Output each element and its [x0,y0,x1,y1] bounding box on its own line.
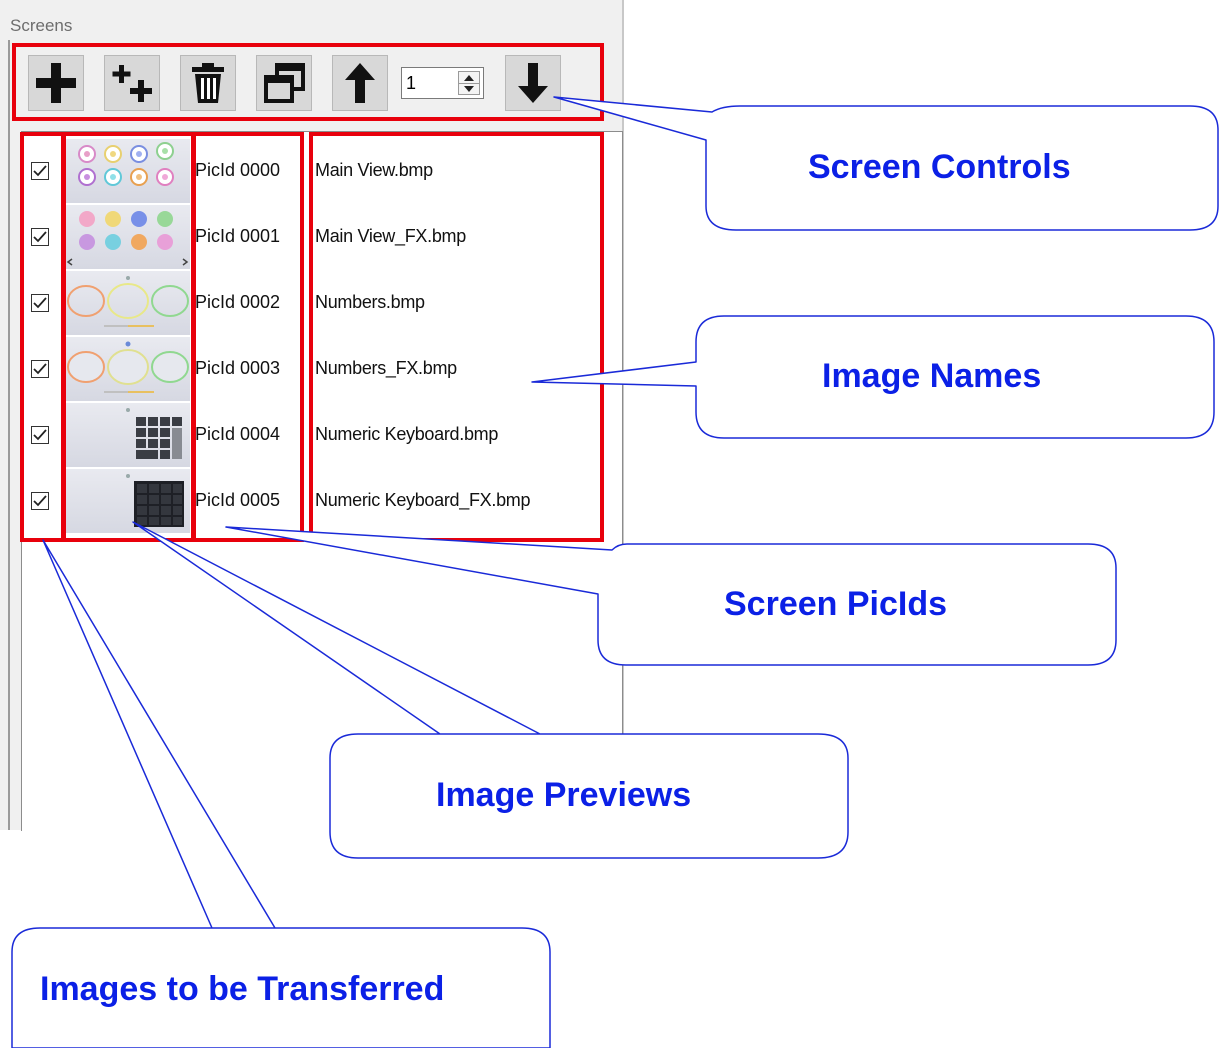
column-separator [312,210,313,264]
image-name: Numeric Keyboard_FX.bmp [315,490,531,510]
column-separator [312,408,313,462]
transfer-checkbox[interactable] [31,228,49,246]
arrow-up-icon [345,63,375,103]
position-stepper[interactable] [401,67,484,99]
transfer-checkbox[interactable] [31,492,49,510]
checkmark-icon [33,429,47,441]
checkmark-icon [33,165,47,177]
move-up-button[interactable] [332,55,388,111]
preview-circles-fx-graphic [67,341,189,393]
stepper-buttons [458,71,480,95]
delete-screen-button[interactable] [180,55,236,111]
screen-row[interactable]: PicId 0002 Numbers.bmp [22,270,622,336]
preview-buttons-graphic [78,142,174,186]
screen-row[interactable]: PicId 0003 Numbers_FX.bmp [22,336,622,402]
transfer-checkbox[interactable] [31,426,49,444]
screen-picid: PicId 0005 [195,490,281,510]
image-preview [66,205,190,269]
transfer-checkbox[interactable] [31,162,49,180]
transfer-checkbox[interactable] [31,360,49,378]
screen-picid: PicId 0000 [195,160,281,180]
move-down-button[interactable] [505,55,561,111]
checkmark-icon [33,231,47,243]
stepper-up-button[interactable] [459,72,479,84]
duplicate-screen-button[interactable] [256,55,312,111]
image-name: Main View.bmp [315,160,433,180]
checkmark-icon [33,495,47,507]
screen-controls-label: Screen Controls [808,148,1071,186]
add-screen-button[interactable] [28,55,84,111]
copy-icon [264,63,305,103]
image-preview [66,403,190,467]
checkmark-icon [33,363,47,375]
stepper-down-button[interactable] [459,83,479,94]
panel-title: Screens [10,16,73,35]
column-separator [312,474,313,528]
screen-picids-label: Screen PicIds [724,585,948,623]
preview-keypad-dark-graphic [126,474,184,527]
add-multiple-screens-button[interactable] [104,55,160,111]
preview-keypad-graphic [126,408,182,459]
image-previews-label: Image Previews [436,776,692,814]
screen-picid: PicId 0001 [195,226,281,246]
screen-row[interactable]: PicId 0005 Numeric Keyboard_FX.bmp [22,468,622,534]
checkmark-icon [33,297,47,309]
image-preview [66,271,190,335]
image-preview [66,337,190,401]
column-separator [312,342,313,396]
column-separator [312,276,313,330]
screen-picid: PicId 0004 [195,424,281,444]
images-transferred-label: Images to be Transferred [40,970,445,1008]
image-name: Main View_FX.bmp [315,226,466,246]
panel-left-border [8,40,10,830]
image-names-label: Image Names [822,357,1042,395]
image-name: Numbers.bmp [315,292,425,312]
position-input[interactable] [406,71,454,95]
plus-icon [36,63,76,103]
preview-buttons-fx-graphic [66,211,189,266]
screen-row[interactable]: PicId 0001 Main View_FX.bmp [22,204,622,270]
image-preview [66,139,190,203]
screen-picid: PicId 0003 [195,358,281,378]
trash-icon [192,63,224,103]
screen-picid: PicId 0002 [195,292,281,312]
caret-down-icon [464,85,474,92]
image-preview [66,469,190,533]
caret-up-icon [464,74,474,81]
image-name: Numeric Keyboard.bmp [315,424,499,444]
column-separator [312,144,313,198]
image-name: Numbers_FX.bmp [315,358,457,378]
plus-plus-icon [112,65,152,102]
preview-circles-graphic [67,276,189,327]
transfer-checkbox[interactable] [31,294,49,312]
list-right-border [622,131,623,830]
screen-row[interactable]: PicId 0000 Main View.bmp [22,138,622,204]
screen-row[interactable]: PicId 0004 Numeric Keyboard.bmp [22,402,622,468]
arrow-down-icon [518,63,548,103]
